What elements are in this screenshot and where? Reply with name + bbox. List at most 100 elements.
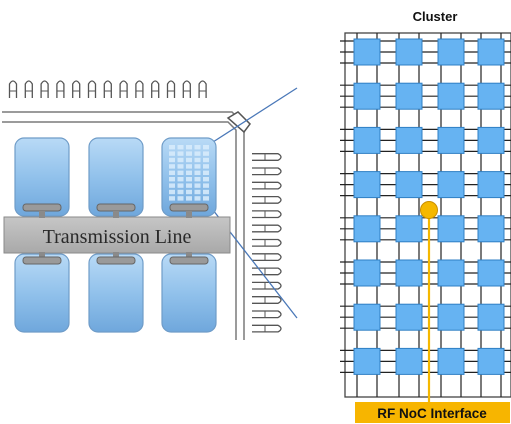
right-pin — [252, 253, 282, 262]
mesh-node — [437, 126, 465, 154]
connector-stem-top — [186, 211, 192, 218]
top-pin — [103, 80, 112, 98]
tile-core-cell — [169, 151, 175, 156]
tile-core-cell — [169, 177, 175, 182]
mesh-node — [477, 126, 505, 154]
chip-corner — [226, 111, 251, 134]
tile-core-cell — [169, 189, 175, 195]
top-pin — [56, 80, 65, 98]
cluster-mesh: Cluster RF NoC Interface — [340, 9, 511, 423]
tile-core-cell — [169, 145, 175, 150]
right-pins — [252, 153, 282, 333]
mesh-node — [477, 38, 505, 66]
right-pin — [252, 181, 282, 190]
mesh-node — [437, 171, 465, 199]
tile-core-cell — [194, 151, 201, 156]
chip-illustration: Transmission Line — [2, 80, 298, 340]
tile-connector-bottom — [169, 256, 209, 265]
tile-core-cell — [203, 177, 209, 182]
tile-core-cell — [186, 183, 192, 188]
top-pin — [24, 80, 33, 98]
mesh-node — [477, 259, 505, 287]
tile-core-cell — [203, 183, 209, 188]
mesh-node — [353, 126, 381, 154]
tile-core-cell — [186, 164, 192, 169]
top-pins — [8, 80, 207, 98]
mesh-node — [477, 171, 505, 199]
tile-connectors — [22, 203, 209, 265]
top-pin — [166, 80, 176, 98]
mesh-node — [395, 215, 423, 243]
top-pin — [198, 80, 207, 98]
tile-connector-bottom — [96, 256, 136, 265]
mesh-node — [395, 126, 423, 154]
tile-connector-top — [96, 203, 136, 212]
tile-core-cell — [186, 145, 192, 150]
mesh-node — [395, 38, 423, 66]
tile-core-cell — [194, 164, 201, 169]
transmission-line-label: Transmission Line — [43, 226, 192, 248]
mesh-node — [437, 303, 465, 331]
mesh-node — [477, 82, 505, 110]
tile-core-cell — [169, 157, 175, 163]
right-pin — [252, 238, 282, 247]
tile-core-cell — [169, 196, 175, 201]
mesh-node — [353, 347, 381, 375]
top-pin — [8, 80, 18, 98]
tile-core-cell — [177, 183, 184, 188]
tile-core-cell — [203, 157, 209, 163]
right-pin — [252, 210, 282, 219]
tile-core-cell — [186, 151, 192, 156]
mesh-node — [437, 82, 465, 110]
top-pin — [151, 80, 160, 98]
mesh-nodes — [353, 38, 505, 375]
connector-stem-bottom — [39, 252, 45, 258]
tile-core-cell — [177, 151, 184, 156]
tile-connector-top — [169, 203, 209, 212]
tile-core-cell — [194, 189, 201, 195]
tile-core-cell — [194, 170, 201, 175]
chip-tiles — [14, 137, 217, 333]
right-pin — [252, 267, 282, 276]
tile-core-cell — [194, 157, 201, 163]
top-pin — [72, 80, 81, 98]
tile-core-cell — [203, 164, 209, 169]
mesh-node — [437, 38, 465, 66]
tile-core-cell — [169, 183, 175, 188]
connector-stem-bottom — [186, 252, 192, 258]
tile-core-cell — [177, 196, 184, 201]
tile-core-cell — [194, 183, 201, 188]
mesh-node — [437, 215, 465, 243]
tile-core-cell — [194, 145, 201, 150]
tile-core-cell — [177, 164, 184, 169]
top-pin — [40, 80, 49, 98]
tile-core-cell — [186, 196, 192, 201]
tile-core-cell — [169, 170, 175, 175]
mesh-node — [437, 347, 465, 375]
tile-core-cell — [177, 177, 184, 182]
tile-core-cell — [186, 189, 192, 195]
top-pin — [119, 80, 128, 98]
zoom-line-top — [212, 87, 298, 143]
connector-stem-top — [113, 211, 119, 218]
mesh-node — [395, 171, 423, 199]
tile-core-cell — [177, 145, 184, 150]
mesh-node — [353, 38, 381, 66]
mesh-node — [353, 82, 381, 110]
tile-core-cell — [203, 151, 209, 156]
right-pin — [252, 281, 282, 290]
mesh-node — [477, 215, 505, 243]
mesh-node — [353, 303, 381, 331]
right-pin — [252, 195, 282, 204]
tile-core-cell — [169, 164, 175, 169]
mesh-node — [395, 259, 423, 287]
tile-core-cell — [203, 189, 209, 195]
top-pin — [87, 80, 97, 98]
right-pin — [252, 224, 282, 233]
right-pin — [252, 153, 282, 161]
mesh-node — [395, 82, 423, 110]
tile-core-cell — [203, 196, 209, 201]
mesh-node — [353, 171, 381, 199]
